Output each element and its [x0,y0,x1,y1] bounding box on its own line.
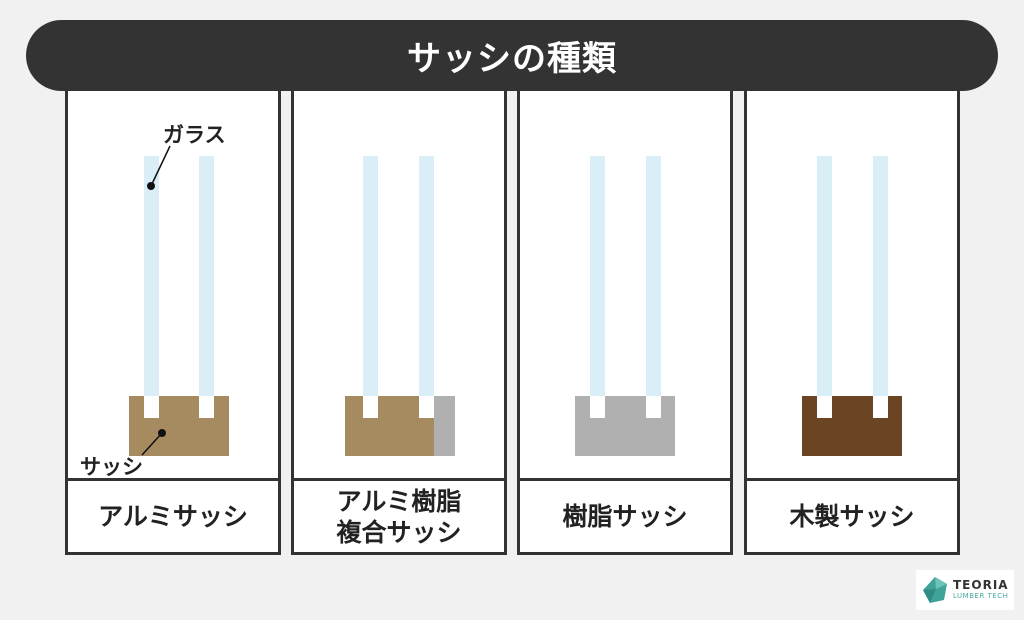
panel-wood-sash: 木製サッシ [744,91,960,555]
sash-frame [802,396,902,456]
sash-callout-dot [158,429,166,437]
panel-composite-sash: アルミ樹脂 複合サッシ [291,91,507,555]
sash-frame [345,396,455,456]
glass-pane-left [817,156,832,418]
panel-caption: アルミ樹脂 複合サッシ [294,478,504,552]
glass-pane-left [363,156,378,418]
panel-resin-sash: 樹脂サッシ [517,91,733,555]
panel-caption: 木製サッシ [747,478,957,552]
logo-name: TEORIA [953,578,1009,592]
glass-slot-right [873,396,888,418]
panel-aluminum-sash: アルミサッシ [65,91,281,555]
glass-pane-left [590,156,605,418]
logo-gem-icon [923,577,947,603]
glass-label: ガラス [163,123,226,147]
glass-slot-left [590,396,605,418]
glass-pane-right [646,156,661,418]
teoria-logo: TEORIA LUMBER TECH [916,570,1014,610]
sash-leader-line [141,432,163,456]
glass-slot-left [363,396,378,418]
glass-slot-right [419,396,434,418]
sash-body-resin [434,396,455,456]
sash-label: サッシ [80,455,143,479]
glass-callout-dot [147,182,155,190]
sash-frame [129,396,229,456]
panel-caption: 樹脂サッシ [520,478,730,552]
glass-slot-right [646,396,661,418]
glass-pane-right [873,156,888,418]
glass-pane-left [144,156,159,418]
sash-frame [575,396,675,456]
glass-leader-line [150,145,171,187]
logo-subtitle: LUMBER TECH [953,592,1009,600]
glass-slot-left [144,396,159,418]
glass-slot-right [199,396,214,418]
panel-caption: アルミサッシ [68,478,278,552]
page-title: サッシの種類 [26,20,998,91]
glass-pane-right [419,156,434,418]
glass-pane-right [199,156,214,418]
glass-slot-left [817,396,832,418]
